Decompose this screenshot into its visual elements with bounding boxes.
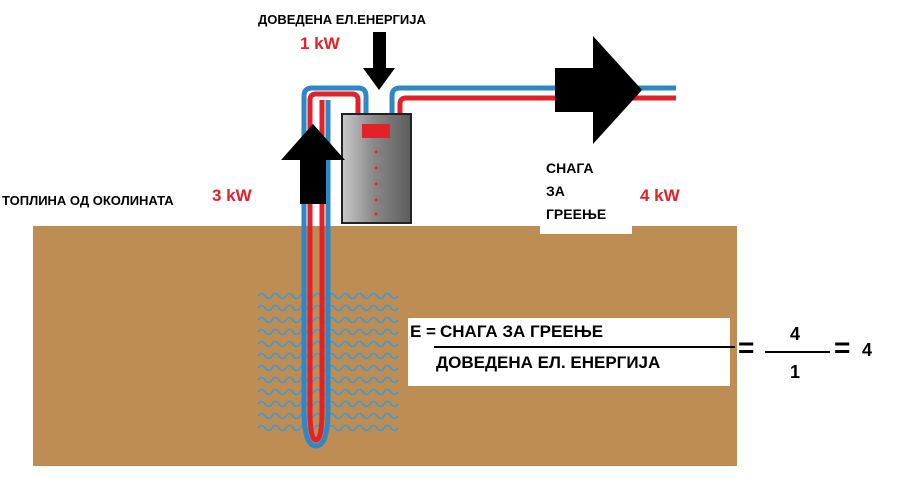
borehole-pipe	[301, 100, 331, 449]
ambient-power-label: 3 kW	[212, 186, 252, 205]
heating-power-label: 4 kW	[640, 186, 680, 205]
formula-numerator: СНАГА ЗА ГРЕЕЊЕ	[440, 322, 604, 341]
heating-label-line1: СНАГА	[546, 160, 594, 176]
formula-num-value: 4	[790, 324, 801, 344]
heating-label-line3: ГРЕЕЊЕ	[546, 206, 607, 222]
pump-inlet-pipe	[301, 85, 369, 118]
supplied-power-label: 1 kW	[300, 34, 340, 53]
electric-input-arrow	[363, 32, 395, 90]
heating-output-arrow	[555, 36, 642, 144]
formula-background	[408, 318, 730, 386]
formula-prefix: E =	[410, 322, 436, 341]
ambient-heat-label: ТОПЛИНА ОД ОКОЛИНАТА	[2, 193, 174, 208]
heating-label-line2: ЗА	[546, 183, 565, 199]
formula-equals-1: =	[738, 332, 755, 363]
formula-result: 4	[862, 340, 873, 360]
output-pipes	[389, 85, 676, 118]
formula-equals-2: =	[834, 332, 851, 363]
formula-denominator: ДОВЕДЕНА ЕЛ. ЕНЕРГИЈА	[436, 353, 661, 372]
formula-den-value: 1	[790, 362, 801, 382]
heating-label-background	[540, 152, 632, 234]
supplied-energy-label: ДОВЕДЕНА ЕЛ.ЕНЕРГИЈА	[258, 12, 426, 27]
heat-pump-unit	[341, 113, 412, 224]
ambient-heat-arrow	[281, 124, 345, 204]
